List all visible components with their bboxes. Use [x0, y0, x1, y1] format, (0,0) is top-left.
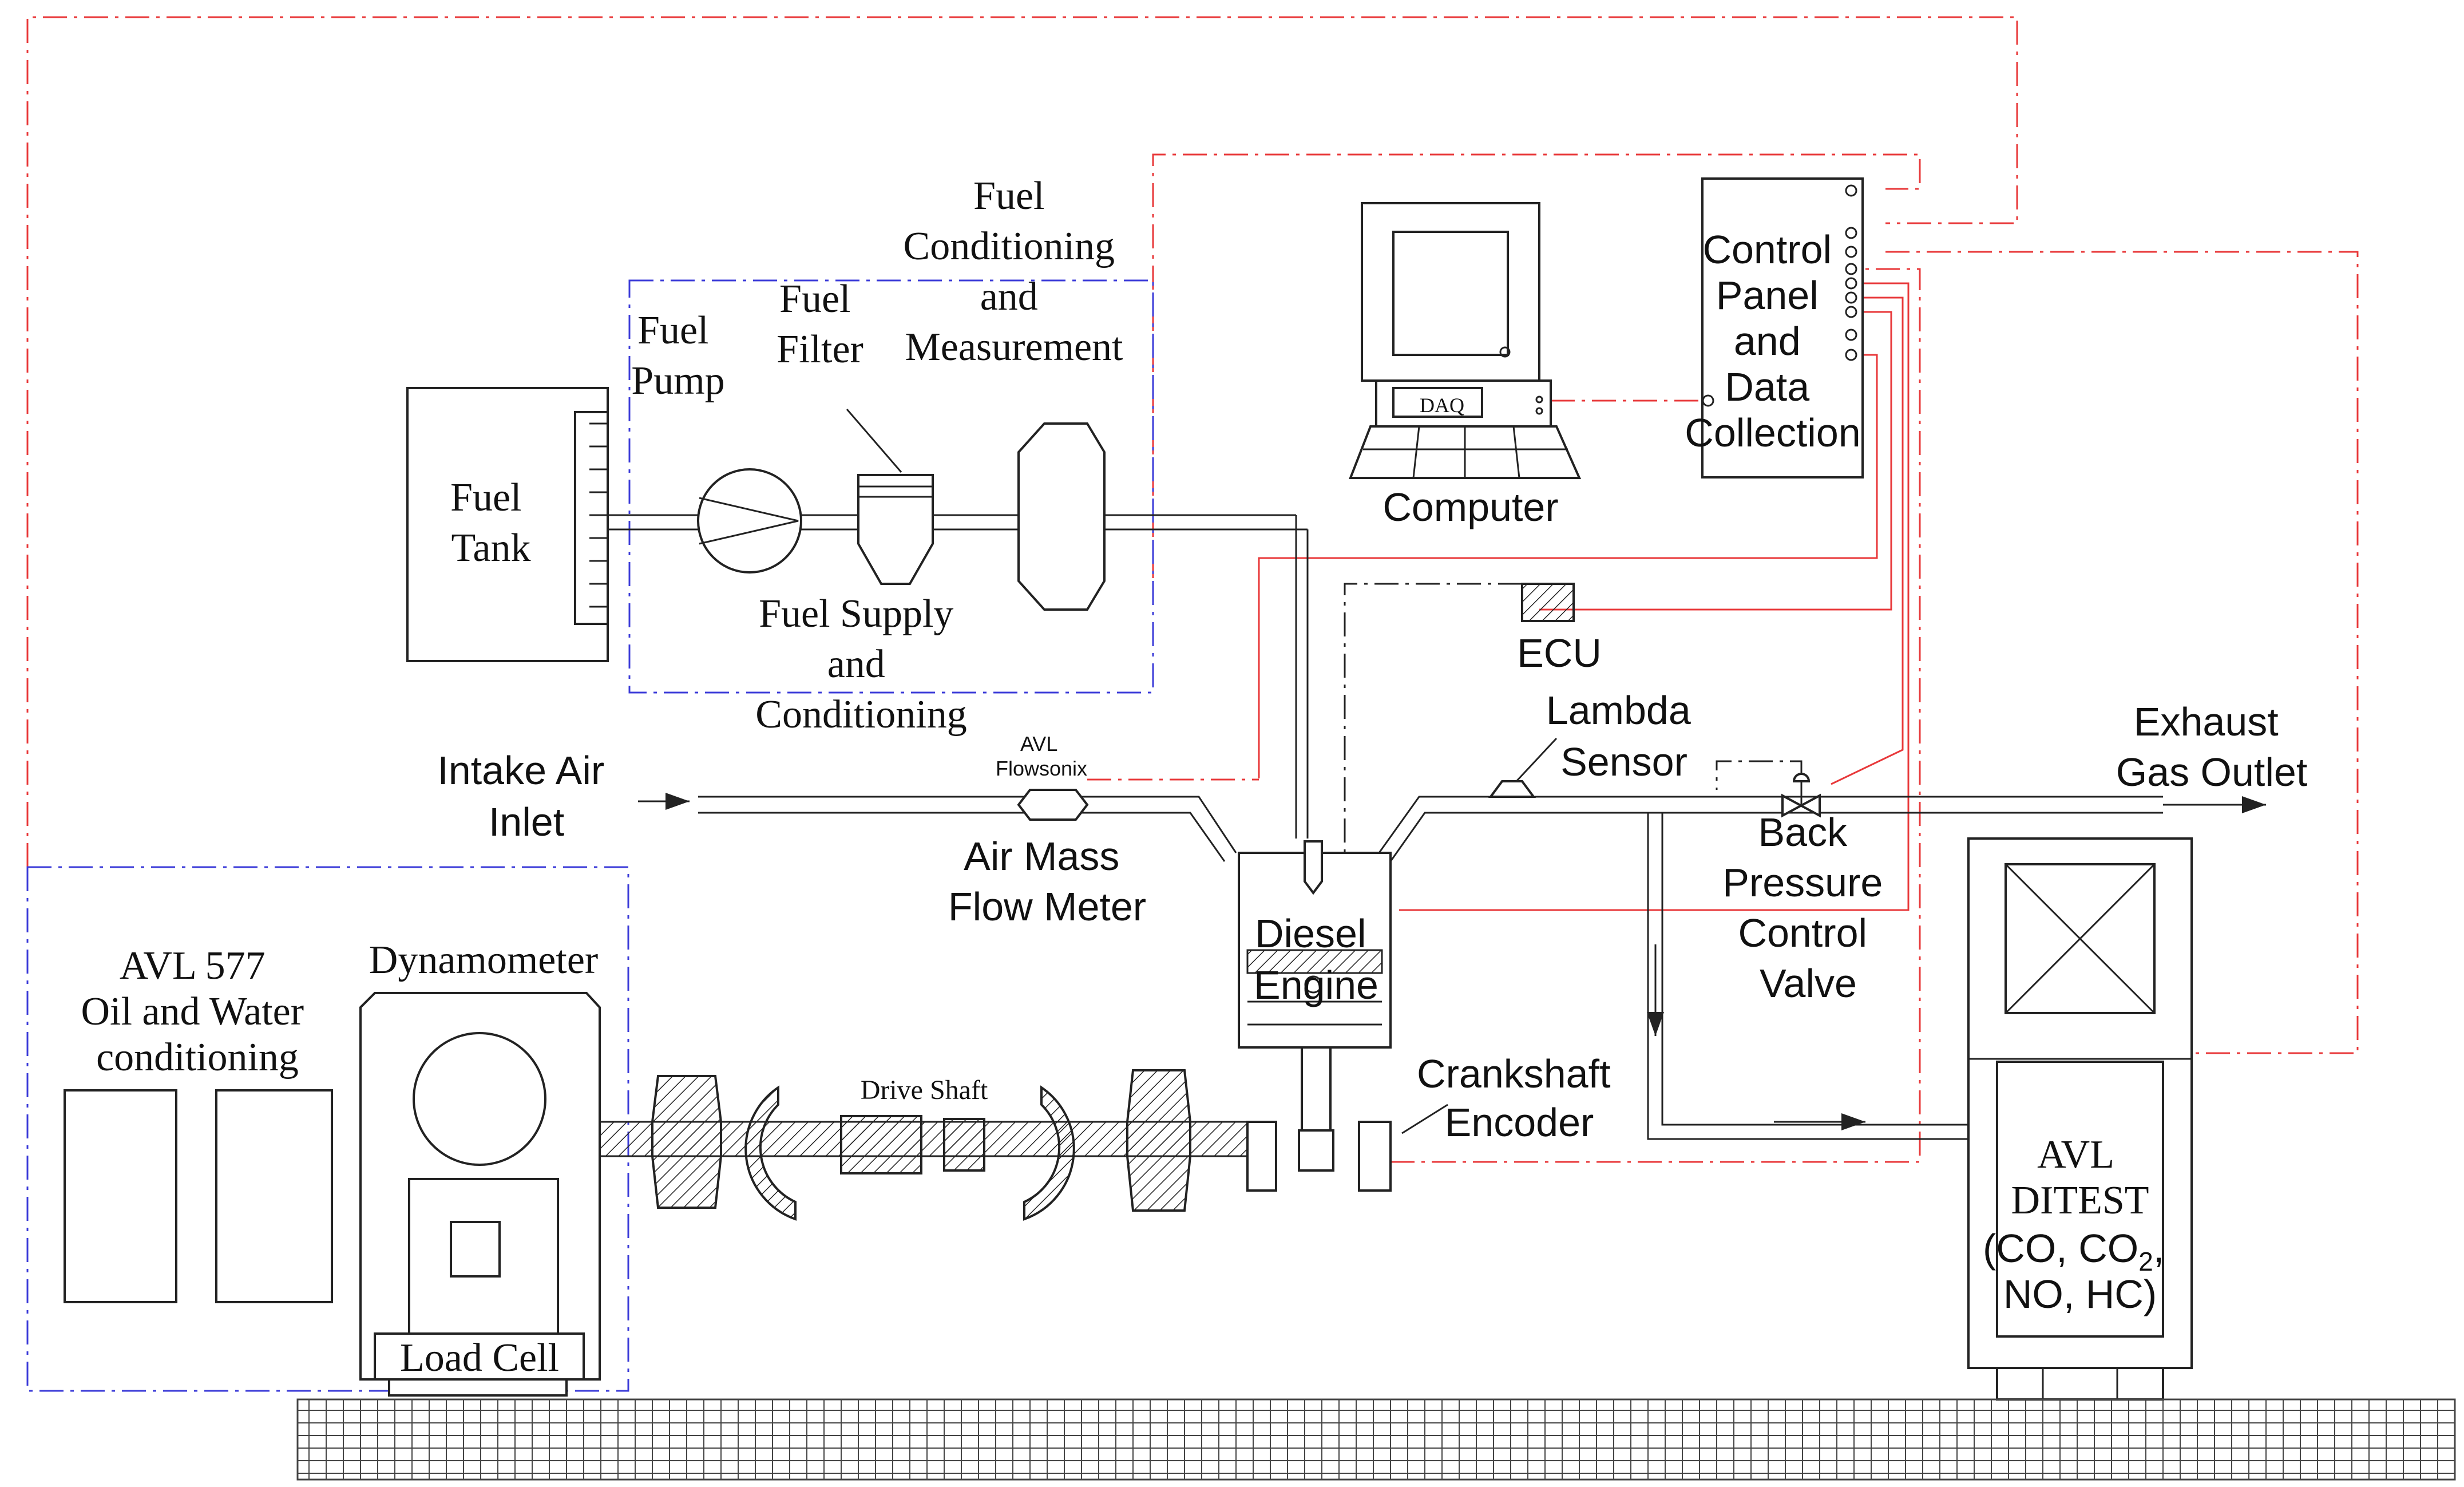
- back-pressure-valve: [1716, 760, 1821, 818]
- fuel-conditioning-label: Fuel Conditioning and Measurement: [904, 174, 1125, 369]
- dynamometer: [359, 992, 601, 1397]
- avl-flowsonix-label: AVL Flowsonix: [996, 732, 1087, 780]
- signal-line-engine: [1399, 282, 1910, 911]
- drive-shaft-label: Drive Shaft: [861, 1075, 988, 1105]
- avl-ditest-label: AVL DITEST: [2011, 1133, 2149, 1223]
- signal-lines: [26, 16, 2359, 1163]
- signal-line-encoder: [1391, 268, 1921, 1163]
- crankshaft-encoder: [1246, 1104, 1448, 1192]
- daq-label: DAQ: [1420, 394, 1464, 417]
- avl-ditest-gases-label: (CO, CO2, NO, HC): [1983, 1226, 2176, 1316]
- dyno-group: [26, 866, 629, 1392]
- fuel-filter: [857, 474, 934, 585]
- lambda-sensor-label: Lambda Sensor: [1546, 688, 1702, 784]
- fuel-tank-label: Fuel Tank: [450, 476, 532, 570]
- control-panel: [1701, 177, 1864, 478]
- avl-577-label: AVL 577 Oil and Water conditioning: [81, 944, 314, 1079]
- ecu: [1344, 583, 1575, 853]
- fuel-pump-label: Fuel Pump: [631, 309, 724, 403]
- fuel-filter-label: Fuel Filter: [777, 277, 863, 371]
- signal-line-fuel: [1152, 153, 1921, 578]
- conditioning-unit-left: [64, 1089, 177, 1303]
- fuel-tank: [406, 387, 609, 662]
- air-mass-flow-meter-label: Air Mass Flow Meter: [948, 834, 1146, 929]
- air-mass-flow-meter: [1017, 789, 1089, 821]
- drive-shaft: [599, 1069, 1253, 1221]
- control-panel-label: Control Panel and Data Collection: [1685, 227, 1860, 455]
- dynamometer-label: Dynamometer: [369, 938, 598, 982]
- ecu-label: ECU: [1517, 631, 1602, 675]
- avl-ditest: [1967, 837, 2193, 1401]
- floor: [296, 1398, 2456, 1481]
- exhaust-outlet-label: Exhaust Gas Outlet: [2116, 699, 2308, 794]
- fuel-system-group: [628, 279, 1154, 694]
- conditioning-unit-right: [215, 1089, 333, 1303]
- signal-line-lambda: [1539, 311, 1892, 611]
- lambda-sensor: [1488, 780, 1536, 798]
- fuel-conditioning-unit: [1017, 422, 1106, 611]
- signal-line-ditest: [1885, 251, 2359, 1054]
- back-pressure-valve-label: Back Pressure Control Valve: [1722, 810, 1894, 1006]
- signal-line-ecu: [1258, 354, 1878, 778]
- load-cell-label: Load Cell: [400, 1336, 559, 1380]
- diesel-engine-label: Diesel Engine: [1254, 911, 1378, 1007]
- signal-line-outer: [26, 16, 2018, 867]
- fuel-supply-label: Fuel Supply and Conditioning: [755, 592, 966, 737]
- signal-line-valve: [1831, 296, 1904, 785]
- crankshaft-encoder-label: Crankshaft Encoder: [1417, 1051, 1622, 1145]
- intake-air-label: Intake Air Inlet: [437, 748, 615, 844]
- fuel-pump: [697, 468, 802, 574]
- computer-label: Computer: [1382, 485, 1558, 529]
- computer: [1349, 202, 1582, 479]
